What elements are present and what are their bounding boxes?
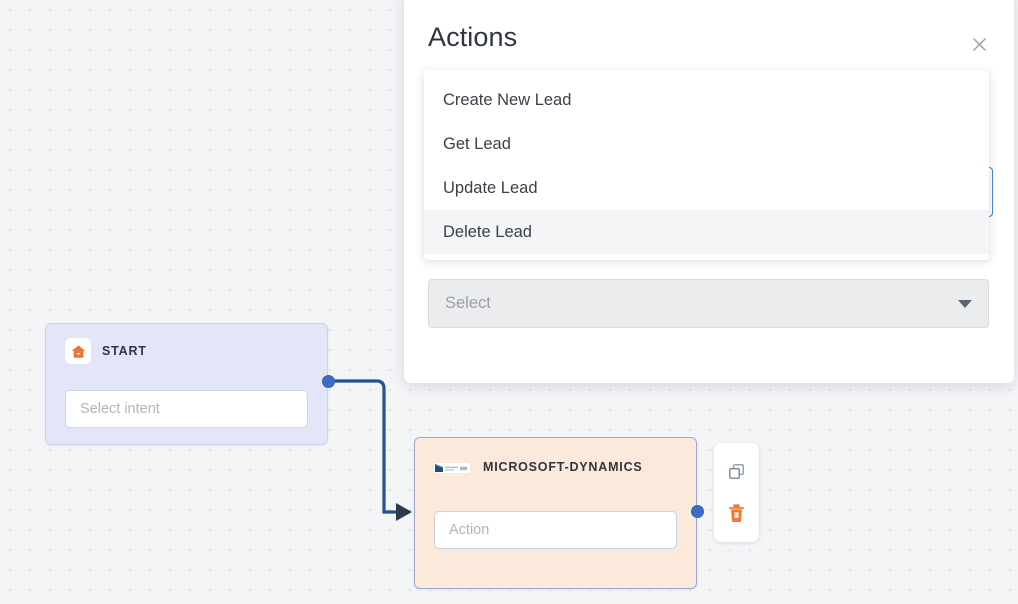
close-icon[interactable] [966,31,992,57]
dropdown-item-delete-lead[interactable]: Delete Lead [424,210,989,254]
port-start-output[interactable] [322,375,335,388]
start-intent-input[interactable]: Select intent [65,390,308,428]
dropdown-item-update-lead[interactable]: Update Lead [424,166,989,210]
node-start-header: START [46,324,327,364]
port-dynamics-output[interactable] [691,505,704,518]
dialog-header: Actions [404,0,1014,69]
page-title: Actions [428,21,518,52]
node-dynamics-header: MICROSOFT-DYNAMICS [415,438,696,474]
chevron-down-icon [958,299,972,308]
node-start-title: START [102,344,147,358]
home-icon [65,338,91,364]
select-value: Select [445,294,491,312]
dynamics-action-input[interactable]: Action [434,511,677,549]
copy-icon[interactable] [723,457,751,485]
select-dropdown[interactable]: Select [428,279,989,328]
action-dropdown-list: Create New Lead Get Lead Update Lead Del… [424,70,989,260]
dropdown-item-get-lead[interactable]: Get Lead [424,122,989,166]
trash-icon[interactable] [723,500,751,528]
node-dynamics-title: MICROSOFT-DYNAMICS [483,460,643,474]
dropdown-item-create-new-lead[interactable]: Create New Lead [424,78,989,122]
node-toolbar [714,443,759,542]
microsoft-dynamics-logo-icon [434,461,470,473]
node-microsoft-dynamics[interactable]: MICROSOFT-DYNAMICS Action [414,437,697,589]
node-start[interactable]: START Select intent [45,323,328,445]
actions-dialog: Actions Create New Lead Get Lead Update … [404,0,1014,383]
